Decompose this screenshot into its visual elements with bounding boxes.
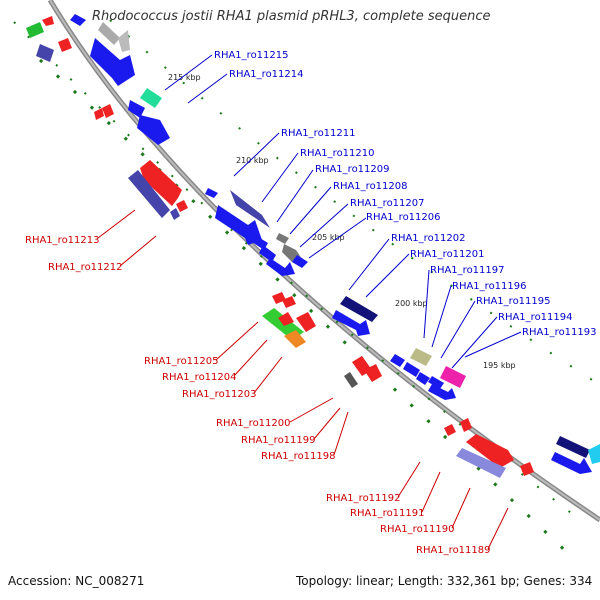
- gene-arrow: [520, 462, 534, 476]
- gene-label: RHA1_ro11202: [391, 233, 466, 244]
- gene-label: RHA1_ro11201: [410, 249, 485, 260]
- gene-arrow: [340, 296, 378, 322]
- gene-arrow: [90, 38, 135, 86]
- gene-arrow: [205, 188, 218, 198]
- gene-arrow: [102, 104, 114, 118]
- red-leaders: [97, 209, 509, 550]
- gene-arrow: [428, 376, 444, 389]
- tick-label: 215 kbp: [168, 73, 201, 82]
- gene-label: RHA1_ro11200: [216, 418, 291, 429]
- sequence-backbone: [47, 0, 600, 523]
- gene-arrow: [278, 312, 294, 326]
- gene-arrow: [276, 233, 289, 244]
- accession-label: Accession: NC_008271: [8, 574, 145, 588]
- gene-arrow: [456, 448, 506, 478]
- gene-arrow: [364, 364, 382, 382]
- gene-label: RHA1_ro11192: [326, 493, 401, 504]
- gene-label: RHA1_ro11205: [144, 356, 219, 367]
- gene-label: RHA1_ro11191: [350, 508, 425, 519]
- gene-arrow: [390, 354, 405, 367]
- gene-label: RHA1_ro11203: [182, 389, 257, 400]
- gene-arrow: [176, 200, 188, 212]
- gene-arrow: [410, 348, 432, 366]
- gene-arrow: [94, 108, 104, 120]
- gene-label: RHA1_ro11190: [380, 524, 455, 535]
- gene-label: RHA1_ro11198: [261, 451, 336, 462]
- gene-arrow: [588, 444, 600, 464]
- tick-label: 205 kbp: [312, 233, 345, 242]
- gene-label: RHA1_ro11193: [522, 327, 597, 338]
- gene-arrow: [416, 372, 430, 385]
- gene-arrow: [26, 22, 44, 38]
- forward-gene-labels: RHA1_ro11215 RHA1_ro11214 RHA1_ro11211 R…: [214, 50, 597, 338]
- gene-label: RHA1_ro11199: [241, 435, 316, 446]
- gene-arrow: [42, 16, 54, 26]
- gene-arrow: [266, 258, 295, 276]
- gene-arrow: [170, 208, 180, 220]
- gene-label: RHA1_ro11207: [350, 198, 425, 209]
- gene-label: RHA1_ro11209: [315, 164, 390, 175]
- gene-arrow: [440, 366, 466, 388]
- forward-genes: [36, 14, 600, 474]
- gene-label: RHA1_ro11215: [214, 50, 289, 61]
- gene-arrow: [344, 372, 358, 388]
- gene-arrow: [403, 362, 420, 377]
- gene-arrow: [128, 170, 170, 218]
- gene-label: RHA1_ro11210: [300, 148, 375, 159]
- reverse-gene-labels: RHA1_ro11213 RHA1_ro11212 RHA1_ro11205 R…: [25, 235, 491, 556]
- gene-arrow: [284, 330, 306, 348]
- gene-arrow: [551, 452, 592, 474]
- tick-label: 195 kbp: [483, 361, 516, 370]
- gene-label: RHA1_ro11194: [498, 312, 573, 323]
- gene-label: RHA1_ro11208: [333, 181, 408, 192]
- gene-label: RHA1_ro11212: [48, 262, 123, 273]
- topology-label: Topology: linear; Length: 332,361 bp; Ge…: [296, 574, 593, 588]
- gene-arrow: [460, 418, 472, 432]
- gene-arrow: [58, 38, 72, 52]
- gene-label: RHA1_ro11204: [162, 372, 237, 383]
- blue-leaders: [164, 54, 522, 369]
- gene-arrow: [230, 190, 270, 228]
- gene-arrow: [296, 312, 316, 332]
- gene-arrow: [556, 436, 590, 458]
- gene-label: RHA1_ro11197: [430, 265, 505, 276]
- tick-label: 200 kbp: [395, 299, 428, 308]
- gene-label: RHA1_ro11211: [281, 128, 356, 139]
- gene-arrow: [140, 88, 162, 108]
- gene-arrow: [292, 255, 308, 268]
- gene-arrow: [137, 115, 170, 145]
- gene-label: RHA1_ro11189: [416, 545, 491, 556]
- gene-label: RHA1_ro11214: [229, 69, 304, 80]
- gene-arrow: [36, 44, 54, 62]
- gene-label: RHA1_ro11213: [25, 235, 100, 246]
- reverse-genes: [26, 16, 534, 478]
- tick-label: 210 kbp: [236, 156, 269, 165]
- map-title: Rhodococcus jostii RHA1 plasmid pRHL3, c…: [92, 9, 491, 24]
- gene-label: RHA1_ro11195: [476, 296, 551, 307]
- gene-arrow: [118, 30, 130, 52]
- gene-arrow: [140, 160, 182, 206]
- gene-arrow: [466, 434, 514, 468]
- gene-arrow: [70, 14, 86, 26]
- gene-arrow: [128, 100, 145, 118]
- gene-arrow: [215, 205, 262, 245]
- gene-arrow: [332, 310, 370, 336]
- gene-arrow: [282, 296, 296, 308]
- gene-label: RHA1_ro11196: [452, 281, 527, 292]
- gene-arrow: [98, 22, 120, 45]
- kbp-ticks: 215 kbp 210 kbp 205 kbp 200 kbp 195 kbp: [168, 73, 516, 370]
- gene-arrow: [444, 424, 456, 436]
- gene-arrow: [428, 384, 456, 400]
- gene-label: RHA1_ro11206: [366, 212, 441, 223]
- gene-arrow: [259, 245, 276, 262]
